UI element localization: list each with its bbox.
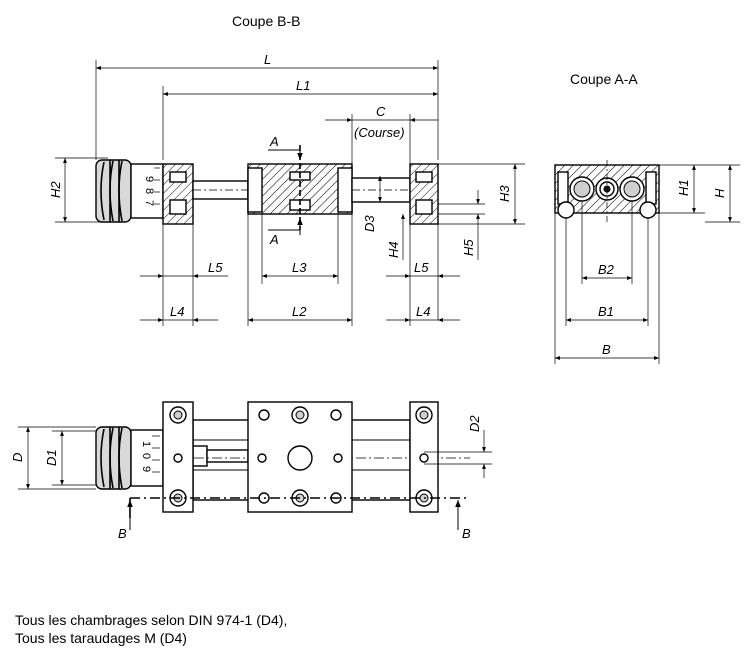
dimension-L3: L3: [261, 214, 339, 284]
dimension-L5-left: L5: [140, 224, 228, 284]
label-A-top: A: [269, 134, 279, 149]
dimension-H5: H5: [438, 190, 485, 260]
dimension-B: B: [554, 213, 660, 364]
scale-digit-9: 9: [143, 176, 155, 182]
label-B-left: B: [118, 526, 127, 541]
scale-digit-9b: 9: [140, 466, 152, 472]
dimension-B2: B2: [581, 201, 633, 284]
section-arrow-a-top: A: [268, 134, 303, 160]
dimension-C: C (Course): [325, 104, 438, 165]
label-L2: L2: [292, 304, 307, 319]
dimension-L4-left: L4: [140, 224, 218, 326]
label-L5-right: L5: [414, 260, 429, 275]
label-D1: D1: [44, 449, 59, 466]
left-end-block-bb: [162, 163, 194, 225]
label-L: L: [264, 52, 271, 67]
label-H4: H4: [386, 241, 401, 258]
section-arrow-a-bottom: A: [268, 218, 303, 247]
label-C: C: [376, 104, 386, 119]
dimension-H1: H1: [659, 164, 705, 214]
dimension-L5-right: L5: [386, 224, 460, 320]
shaft: [192, 180, 249, 200]
section-aa-view: [554, 160, 660, 225]
label-A-bottom: A: [269, 232, 279, 247]
scale-digit-0: 0: [140, 453, 152, 459]
label-L3: L3: [292, 260, 307, 275]
dimension-H4: H4: [386, 214, 405, 260]
label-L4-left: L4: [170, 304, 184, 319]
dimension-L2: L2: [247, 214, 353, 326]
section-aa-title: Coupe A-A: [570, 71, 638, 87]
dimension-H: H: [705, 164, 740, 223]
dimension-D1: D1: [44, 430, 96, 486]
top-view: 1 0 9 B B: [95, 401, 471, 541]
scale-digit-8: 8: [143, 188, 155, 194]
label-H3: H3: [497, 185, 512, 202]
label-H: H: [712, 188, 727, 198]
label-B-right: B: [462, 526, 471, 541]
dimension-D: D: [10, 426, 96, 490]
label-H1: H1: [676, 179, 691, 196]
label-H2: H2: [48, 181, 63, 198]
right-guide-bb: [351, 163, 439, 225]
dimension-H3: H3: [438, 163, 525, 225]
label-D: D: [10, 453, 25, 462]
dimension-D3: D3: [362, 176, 382, 232]
label-H5: H5: [461, 239, 476, 256]
note-line-1: Tous les chambrages selon DIN 974-1 (D4)…: [15, 612, 288, 628]
label-D3: D3: [362, 215, 377, 232]
note-line-2: Tous les taraudages M (D4): [15, 630, 187, 646]
label-B2: B2: [598, 262, 615, 277]
knurled-knob-bb: 9 8 7: [95, 159, 164, 223]
scale-digit-7: 7: [143, 200, 155, 206]
dimension-B1: B1: [565, 218, 649, 326]
dimension-L: L: [95, 52, 439, 160]
dimension-L1: L1: [162, 78, 438, 160]
label-B1: B1: [598, 304, 614, 319]
dimension-D2: D2: [424, 415, 492, 478]
label-L1: L1: [296, 78, 310, 93]
label-L5-left: L5: [208, 260, 223, 275]
label-D2: D2: [467, 415, 482, 432]
scale-digit-1: 1: [140, 441, 152, 447]
label-B: B: [602, 342, 611, 357]
label-L4-right: L4: [416, 304, 430, 319]
section-bb-title: Coupe B-B: [232, 13, 300, 29]
label-course: (Course): [354, 125, 405, 140]
dimension-L4-right: L4: [386, 284, 460, 326]
